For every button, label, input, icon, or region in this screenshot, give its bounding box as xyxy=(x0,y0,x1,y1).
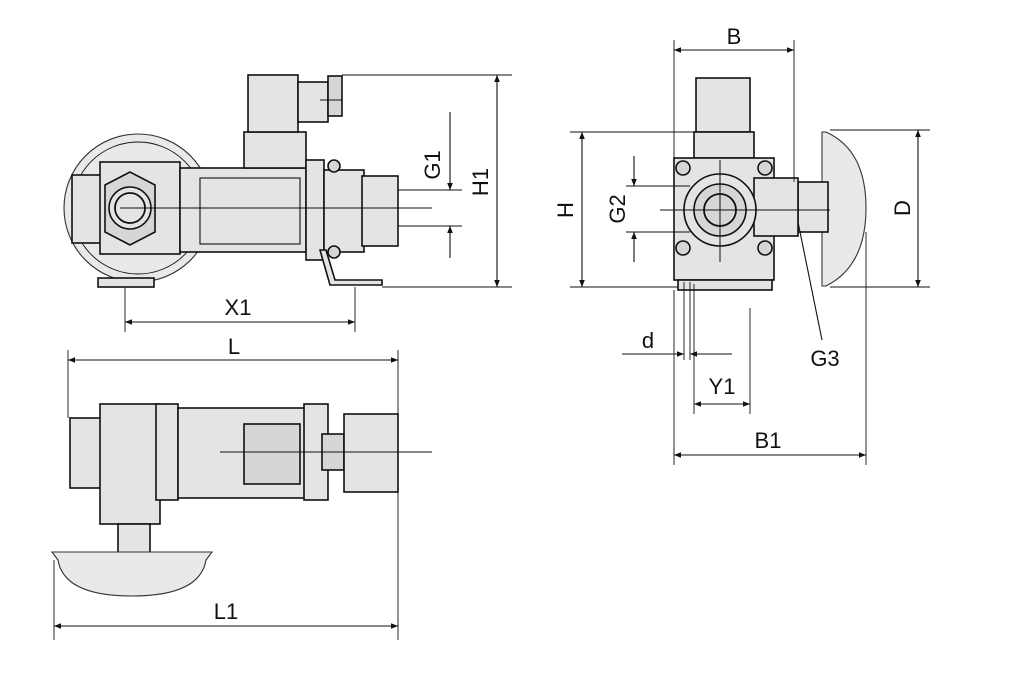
bolt-bottom xyxy=(327,245,341,259)
side-view: G1 H1 X1 xyxy=(63,74,512,332)
dim-label-h1: H1 xyxy=(468,168,493,196)
front-bolt-tr xyxy=(757,160,773,176)
dim-label-y1: Y1 xyxy=(709,374,736,399)
coil-base xyxy=(243,131,307,169)
front-view: B H G2 D d G3 Y1 B1 xyxy=(553,24,930,465)
dim-label-g1: G1 xyxy=(420,150,445,179)
top-view: L L1 xyxy=(50,334,432,640)
top-right-port xyxy=(343,413,399,493)
bolt-top xyxy=(327,159,341,173)
top-coil xyxy=(243,423,301,485)
right-body xyxy=(323,169,365,253)
coil-cap xyxy=(247,74,299,133)
front-bolt-tl xyxy=(675,160,691,176)
connector xyxy=(297,81,329,123)
mount-bracket xyxy=(318,249,383,286)
top-left-port xyxy=(69,417,105,489)
dim-label-b1: B1 xyxy=(755,428,782,453)
dim-label-b: B xyxy=(727,24,742,49)
front-bolt-br xyxy=(757,240,773,256)
dim-label-x1: X1 xyxy=(225,295,252,320)
top-valve-body xyxy=(99,403,161,525)
front-coil-base xyxy=(693,131,755,159)
front-side-port xyxy=(753,177,799,237)
dim-label-h: H xyxy=(553,202,578,218)
base-plate xyxy=(97,277,155,288)
flange xyxy=(305,159,325,261)
right-port xyxy=(361,175,399,247)
front-float xyxy=(821,131,867,287)
top-float xyxy=(50,551,214,597)
connector-clip xyxy=(327,75,343,117)
dim-label-d-diameter: D xyxy=(890,200,915,216)
dim-label-g3: G3 xyxy=(810,346,839,371)
dim-label-g2: G2 xyxy=(605,194,630,223)
front-stem xyxy=(797,181,829,233)
front-bolt-bl xyxy=(675,240,691,256)
solenoid-inner xyxy=(199,177,301,245)
top-flange-left xyxy=(155,403,179,501)
dim-label-d: d xyxy=(642,328,654,353)
dim-label-l1: L1 xyxy=(214,599,238,624)
front-coil xyxy=(695,77,751,133)
dim-label-l: L xyxy=(228,334,240,359)
solenoid-body xyxy=(179,167,307,253)
front-base xyxy=(677,279,773,291)
